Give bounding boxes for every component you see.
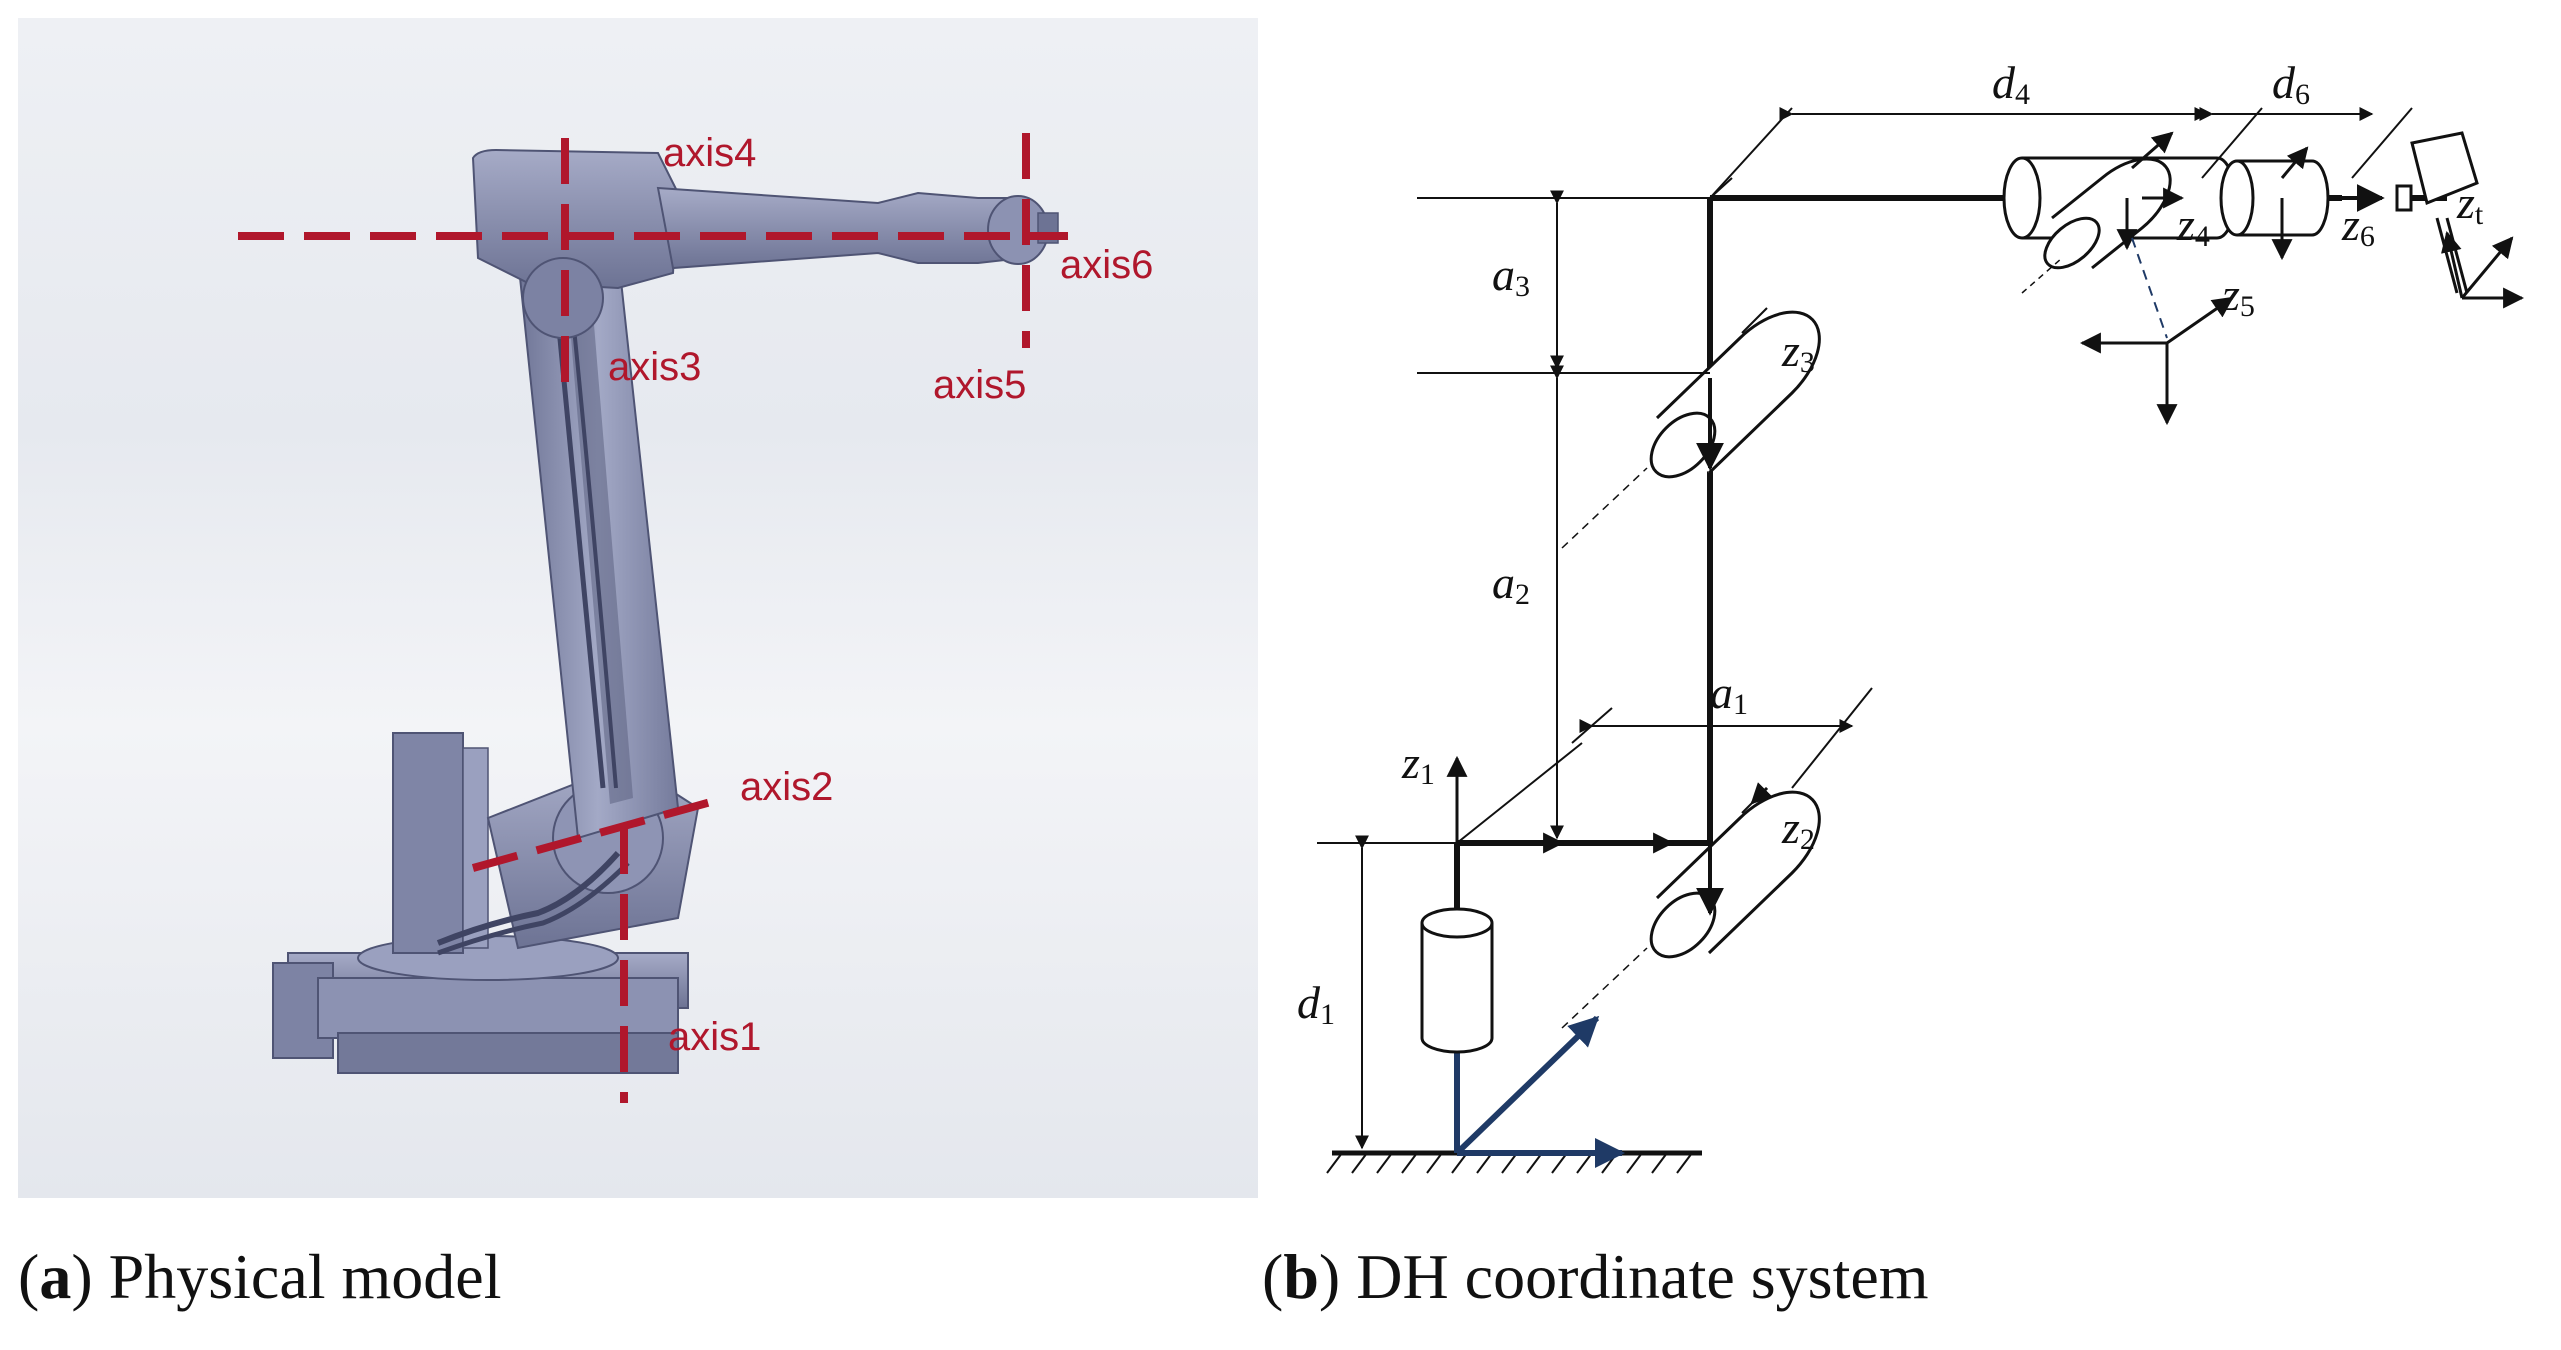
label-d6: d6: [2272, 57, 2310, 111]
label-z4: z4: [2176, 199, 2210, 253]
robot-forearm: [656, 186, 1059, 270]
tool-frame: [2441, 230, 2525, 309]
label-d4: d4: [1992, 57, 2030, 111]
axis4-label: axis4: [663, 131, 756, 175]
joint6-cylinder: [2219, 159, 2330, 237]
joint1-cylinder: [1420, 907, 1494, 1054]
label-a3: a3: [1492, 249, 1530, 303]
axis2-line: [471, 796, 720, 872]
axis5-label: axis5: [933, 363, 1026, 407]
robot-upper-arm: [516, 251, 680, 840]
label-z1: z1: [1401, 737, 1435, 791]
joint5-frame: [2079, 296, 2234, 426]
axis3-label: axis3: [608, 345, 701, 389]
label-d1: d1: [1297, 977, 1335, 1031]
label-z6: z6: [2341, 199, 2375, 253]
joint1-axis-dir: [1456, 742, 1583, 844]
physical-model-panel: axis4 axis6 axis3 axis5 axis2 axis1: [18, 18, 1258, 1198]
joint5-cylinder: [2043, 157, 2172, 270]
label-a2: a2: [1492, 557, 1530, 611]
label-z2: z2: [1781, 802, 1815, 856]
caption-a: (a) Physical model: [18, 1241, 502, 1312]
label-z3: z3: [1781, 325, 1815, 379]
caption-b-letter: b: [1283, 1241, 1319, 1312]
label-a1: a1: [1710, 667, 1748, 721]
robot-illustration: axis4 axis6 axis3 axis5 axis2 axis1: [238, 131, 1153, 1103]
label-zt: zt: [2456, 177, 2484, 231]
axis6-label: axis6: [1060, 243, 1153, 287]
end-effector-tool: [2395, 131, 2479, 294]
label-z5: z5: [2221, 269, 2255, 323]
caption-b-text: DH coordinate system: [1356, 1241, 1929, 1312]
caption-a-text: Physical model: [108, 1241, 502, 1312]
axis-lines: [238, 133, 1068, 1103]
dh-diagram-panel: d1 a1 a2 a3 d4 d6 z1 z2 z3 z4 z5 z6 zt: [1262, 18, 2552, 1198]
axis1-label: axis1: [668, 1015, 761, 1059]
axis2-label: axis2: [740, 765, 833, 809]
robot-links: [1454, 195, 2447, 908]
caption-b: (b) DH coordinate system: [1262, 1241, 1929, 1312]
dimension-lines: [1317, 107, 2413, 1150]
robot-elbow-housing: [471, 148, 680, 339]
dh-diagram: d1 a1 a2 a3 d4 d6 z1 z2 z3 z4 z5 z6 zt: [1297, 57, 2525, 1174]
caption-a-letter: a: [39, 1241, 72, 1312]
motor-block: [392, 732, 489, 954]
